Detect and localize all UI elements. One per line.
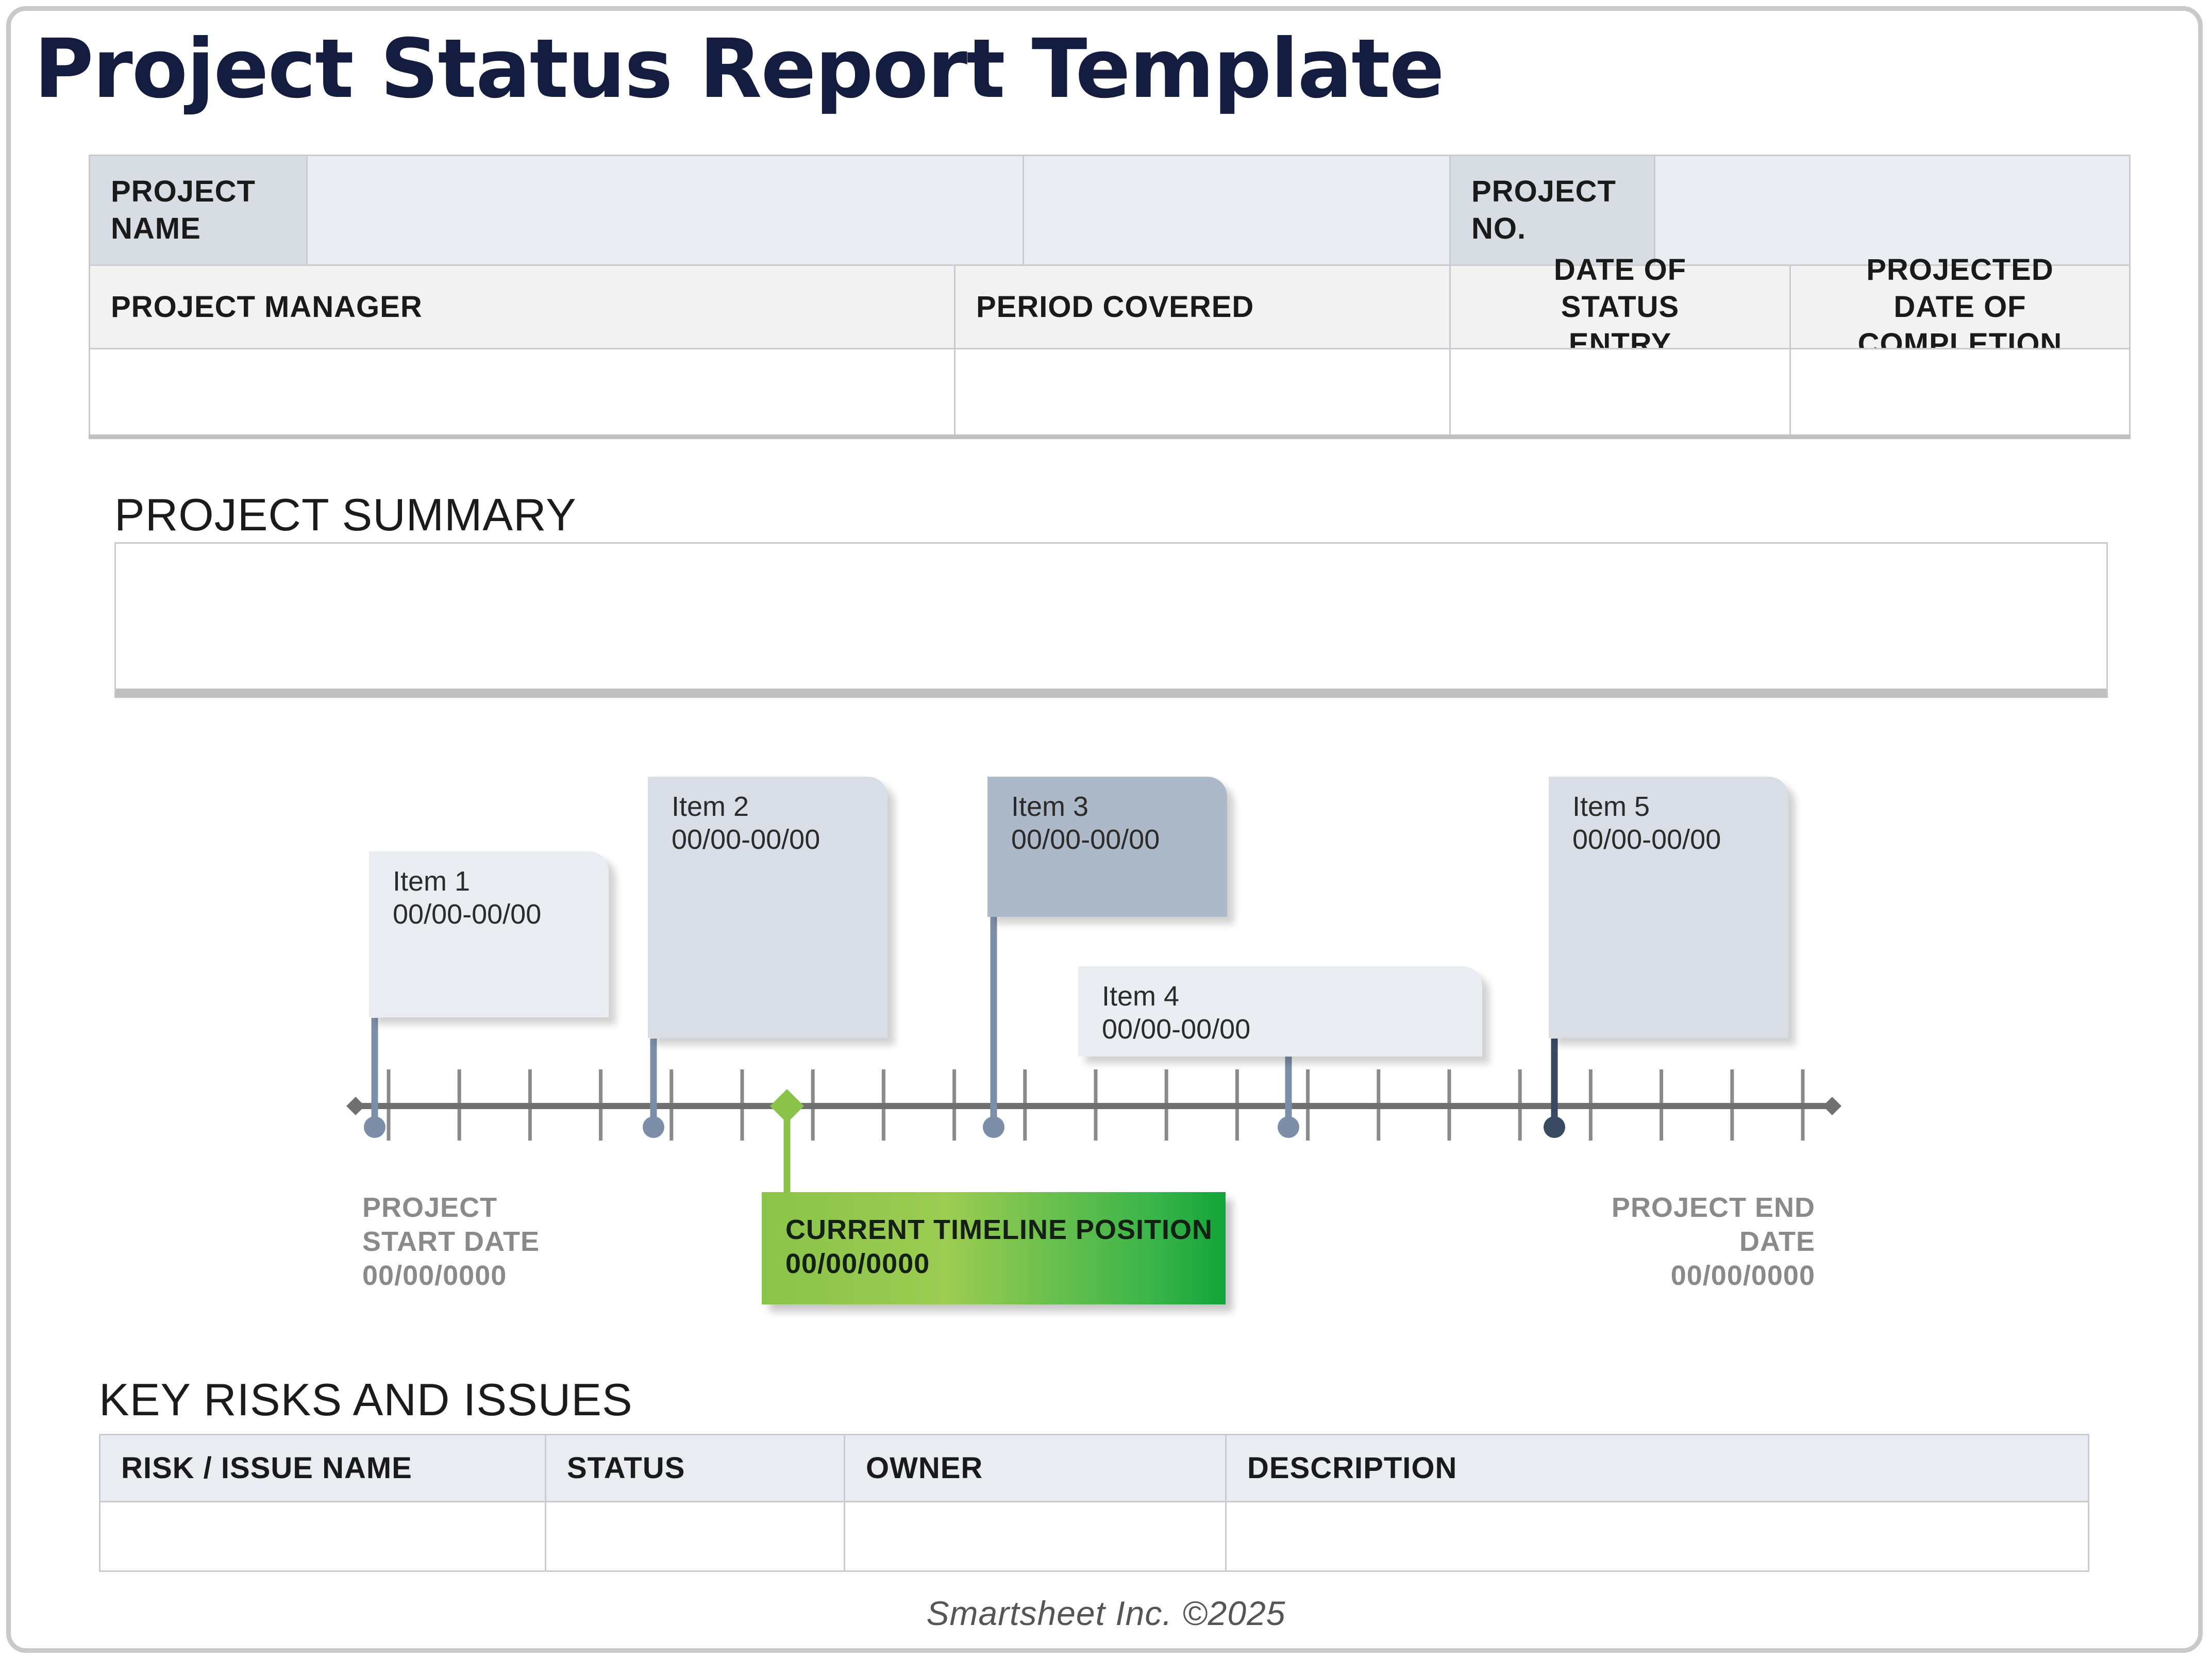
current-position-date: 00/00/0000 — [785, 1248, 930, 1279]
item-1-range: 00/00-00/00 — [393, 899, 542, 930]
risks-col-header: OWNER — [844, 1434, 1227, 1502]
item-2-range: 00/00-00/00 — [672, 824, 820, 855]
current-position-marker — [770, 1089, 804, 1123]
project-name-field-ext — [1023, 155, 1451, 266]
risks-table: RISK / ISSUE NAME STATUS OWNER DESCRIPTI… — [99, 1434, 2089, 1572]
item-3-range: 00/00-00/00 — [1011, 824, 1160, 855]
axis-start-cap — [346, 1097, 365, 1115]
project-end-label: PROJECT END DATE 00/00/0000 — [1612, 1191, 1815, 1293]
risk-name-cell[interactable] — [99, 1501, 546, 1572]
project-end-date: 00/00/0000 — [1670, 1260, 1815, 1291]
item-5-marker — [1544, 1116, 1565, 1138]
project-no-field[interactable] — [1654, 155, 2131, 266]
project-summary-heading: PROJECT SUMMARY — [114, 489, 577, 540]
key-risks-heading: KEY RISKS AND ISSUES — [99, 1374, 633, 1425]
item-2-marker — [643, 1116, 664, 1138]
item-3-marker — [983, 1116, 1004, 1138]
item-4-range: 00/00-00/00 — [1102, 1014, 1251, 1045]
timeline-item-5[interactable]: Item 5 00/00-00/00 — [1549, 777, 1788, 1038]
item-4-name: Item 4 — [1102, 981, 1180, 1012]
project-summary-field[interactable] — [114, 542, 2108, 698]
projected-completion-header: PROJECTED DATE OF COMPLETION — [1789, 253, 2131, 361]
item-4-marker — [1278, 1116, 1299, 1138]
date-status-entry-header: DATE OF STATUS ENTRY — [1449, 253, 1791, 361]
info-table-underline — [89, 434, 2131, 439]
risks-col-header: STATUS — [545, 1434, 845, 1502]
risk-description-cell[interactable] — [1225, 1501, 2089, 1572]
item-1-marker — [364, 1116, 386, 1138]
item-5-range: 00/00-00/00 — [1572, 824, 1721, 855]
timeline-item-1[interactable]: Item 1 00/00-00/00 — [369, 851, 609, 1017]
item-2-name: Item 2 — [672, 791, 749, 822]
timeline-item-3[interactable]: Item 3 00/00-00/00 — [987, 777, 1227, 917]
project-manager-field[interactable] — [89, 348, 956, 436]
project-start-date: 00/00/0000 — [362, 1260, 507, 1291]
project-no-label: PROJECT NO. — [1449, 155, 1655, 266]
risks-col-header: RISK / ISSUE NAME — [99, 1434, 546, 1502]
item-3-name: Item 3 — [1011, 791, 1089, 822]
page-title: Project Status Report Template — [34, 22, 1445, 116]
axis-end-cap — [1823, 1097, 1841, 1115]
risk-status-cell[interactable] — [545, 1501, 845, 1572]
item-1-name: Item 1 — [393, 866, 471, 897]
timeline-item-2[interactable]: Item 2 00/00-00/00 — [648, 777, 887, 1038]
current-timeline-position[interactable]: CURRENT TIMELINE POSITION 00/00/0000 — [762, 1192, 1226, 1304]
projected-completion-field[interactable] — [1789, 348, 2131, 436]
item-5-name: Item 5 — [1572, 791, 1650, 822]
current-position-label: CURRENT TIMELINE POSITION — [785, 1214, 1213, 1245]
footer-copyright: Smartsheet Inc. ©2025 — [926, 1594, 1286, 1632]
project-start-label: PROJECT START DATE 00/00/0000 — [362, 1191, 540, 1293]
project-info-table: PROJECT NAME PROJECT NO. PROJECT MANAGER… — [89, 155, 2131, 438]
risks-col-header: DESCRIPTION — [1225, 1434, 2089, 1502]
risk-owner-cell[interactable] — [844, 1501, 1227, 1572]
timeline-item-4[interactable]: Item 4 00/00-00/00 — [1078, 966, 1482, 1057]
